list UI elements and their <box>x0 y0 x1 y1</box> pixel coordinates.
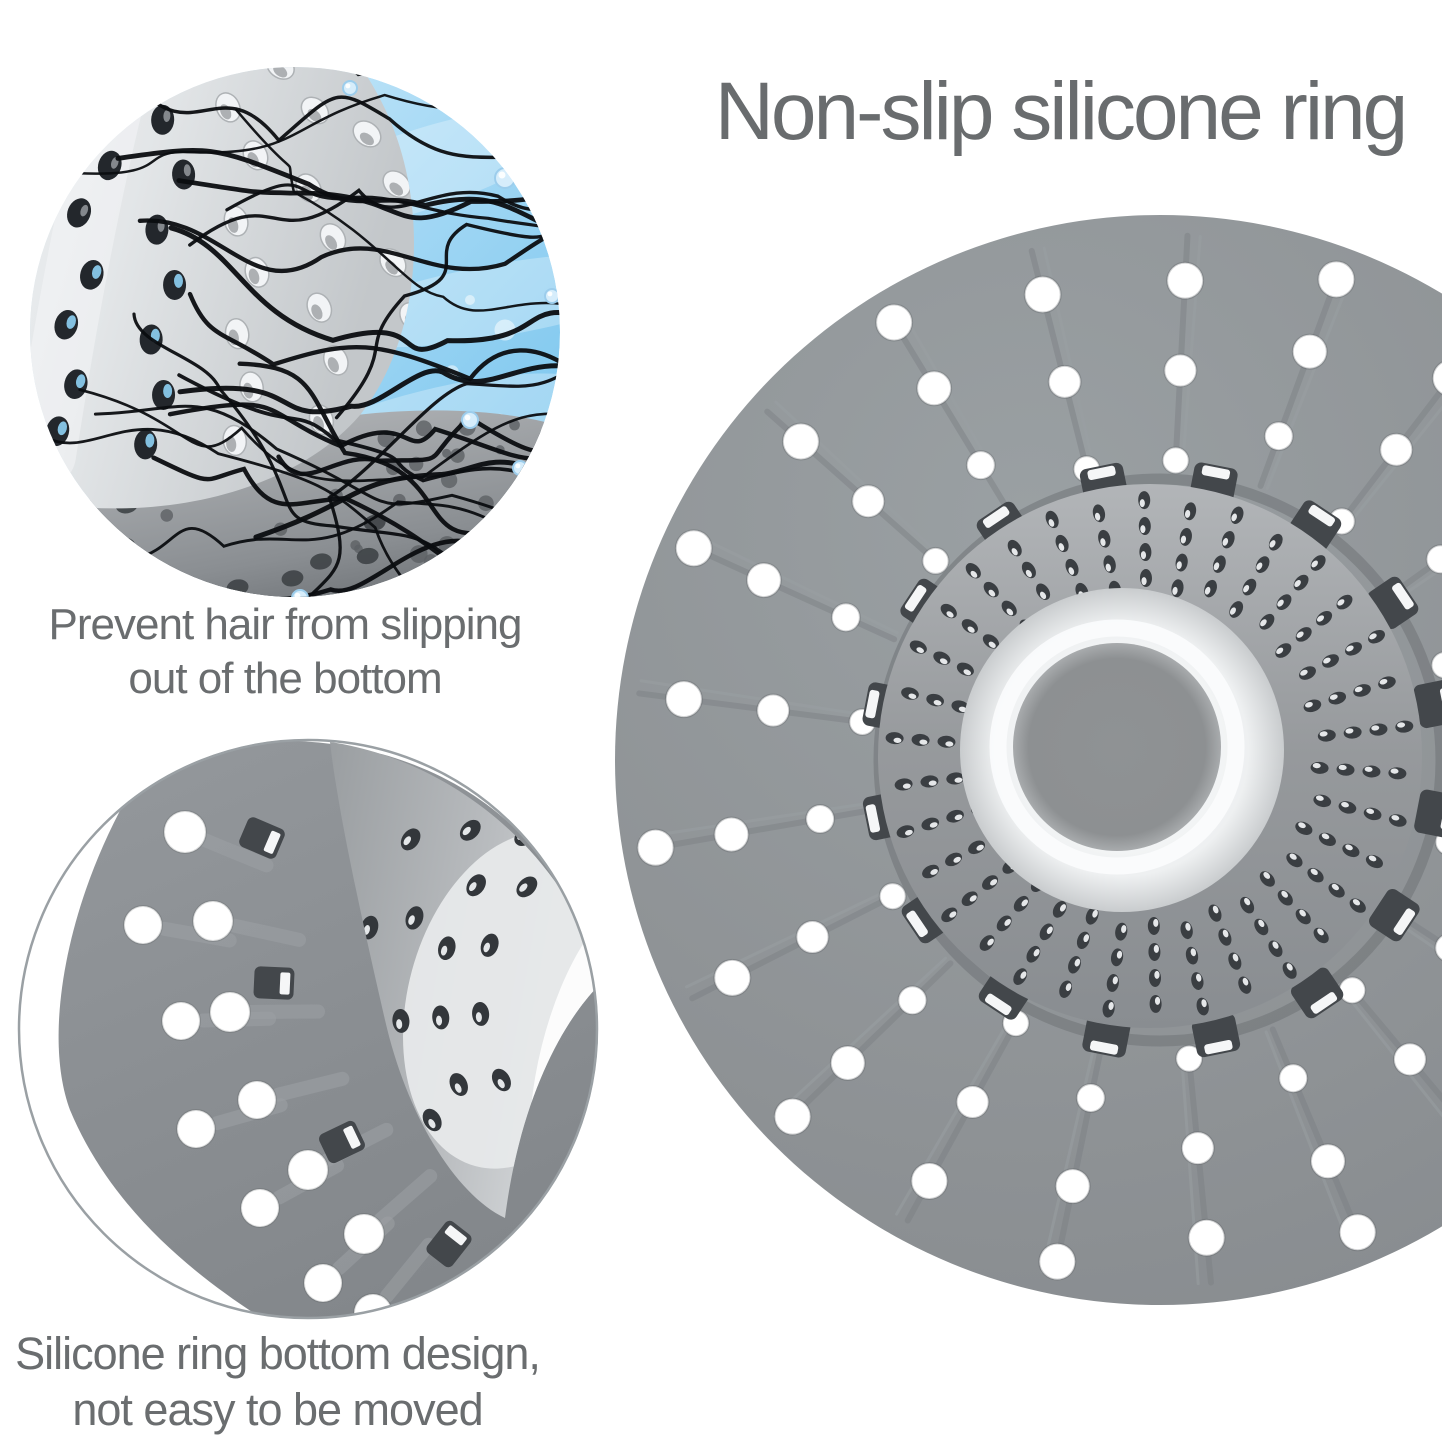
page-title: Non-slip silicone ring <box>714 65 1409 157</box>
inset-ring-bottom <box>18 739 598 1319</box>
caption-silicone-bottom-line1: Silicone ring bottom design, <box>15 1328 541 1379</box>
caption-prevent-hair-line1: Prevent hair from slipping <box>48 600 523 649</box>
caption-silicone-bottom: Silicone ring bottom design, not easy to… <box>5 1326 550 1439</box>
caption-prevent-hair: Prevent hair from slipping out of the bo… <box>15 598 555 706</box>
main-product-photo <box>615 215 1442 1305</box>
inset-ring-bottom-border <box>17 738 599 1320</box>
caption-prevent-hair-line2: out of the bottom <box>128 654 442 704</box>
caption-silicone-bottom-line2: not easy to be moved <box>72 1384 483 1436</box>
